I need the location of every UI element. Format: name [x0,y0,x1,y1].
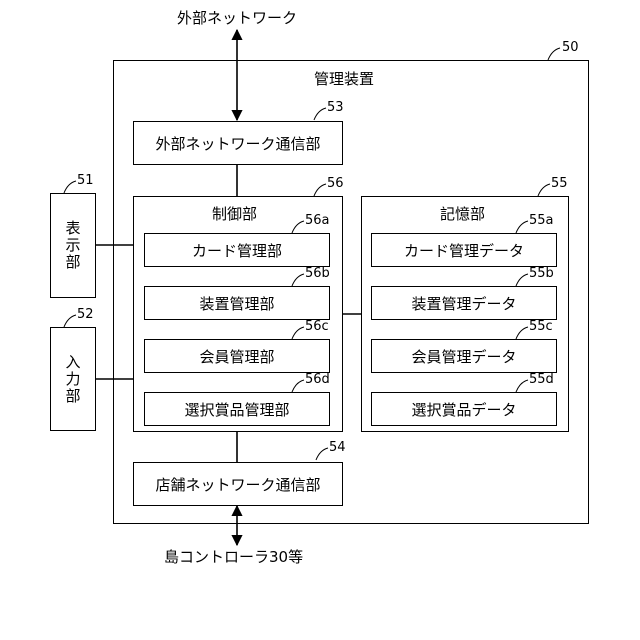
member-management-box: 会員管理部 [144,339,330,373]
store-network-comm-ref: 54 [329,440,346,455]
external-network-label: 外部ネットワーク [177,7,297,28]
display-box: 表示部 [50,193,96,298]
card-management-data-box: カード管理データ [371,233,557,267]
control-ref: 56 [327,176,344,191]
card-management-data-ref: 55a [529,213,554,228]
input-box: 入力部 [50,327,96,431]
management-device-title: 管理装置 [314,68,374,89]
island-controller-label: 島コントローラ30等 [164,546,303,567]
selected-prize-management-box: 選択賞品管理部 [144,392,330,426]
member-management-data-ref: 55c [529,319,553,334]
storage-title: 記憶部 [440,203,485,224]
card-management-box: カード管理部 [144,233,330,267]
control-title: 制御部 [212,203,257,224]
selected-prize-data-ref: 55d [529,372,554,387]
selected-prize-data-box: 選択賞品データ [371,392,557,426]
external-network-comm-box: 外部ネットワーク通信部 [133,121,343,165]
selected-prize-management-ref: 56d [305,372,330,387]
display-ref: 51 [77,173,94,188]
card-management-ref: 56a [305,213,330,228]
device-management-data-box: 装置管理データ [371,286,557,320]
external-network-comm-ref: 53 [327,100,344,115]
management-device-ref: 50 [562,40,579,55]
storage-ref: 55 [551,176,568,191]
device-management-box: 装置管理部 [144,286,330,320]
member-management-ref: 56c [305,319,329,334]
store-network-comm-box: 店舗ネットワーク通信部 [133,462,343,506]
member-management-data-box: 会員管理データ [371,339,557,373]
device-management-ref: 56b [305,266,330,281]
device-management-data-ref: 55b [529,266,554,281]
input-ref: 52 [77,307,94,322]
